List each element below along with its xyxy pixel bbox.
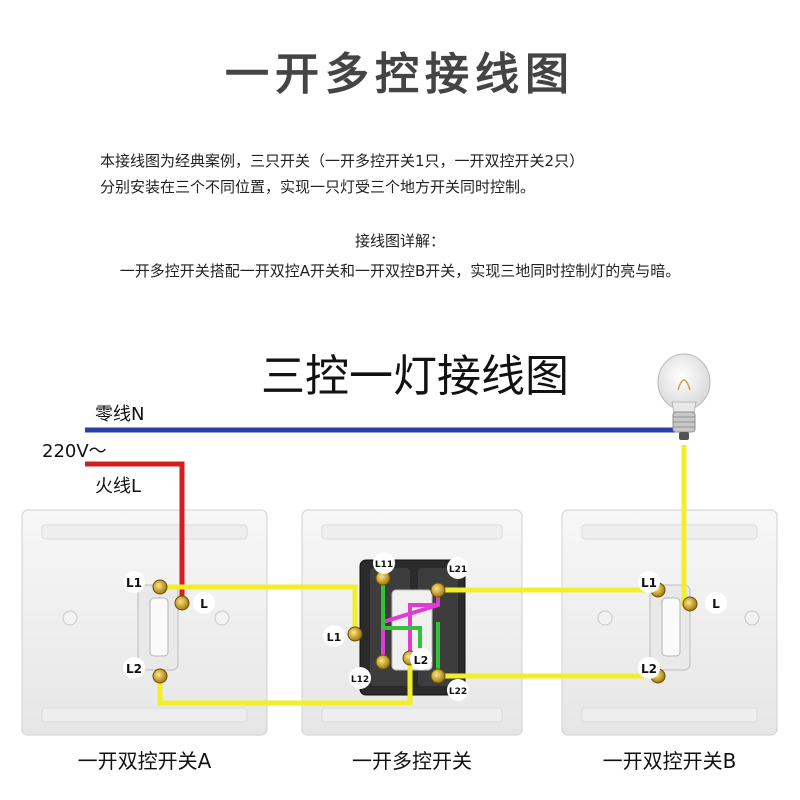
jumper-green-1 [381,578,422,660]
terminals [152,570,698,684]
multi-l21-label: L21 [449,565,467,575]
traveler-wire-top [160,584,358,632]
switch-a-plate [21,509,268,736]
multi-l22-label: L22 [449,687,467,697]
switch-a-l1-label: L1 [126,576,142,590]
switch-b-l1-label: L1 [641,576,657,590]
switch-b-plate [561,509,778,736]
intro-line-2: 分别安装在三个不同位置，实现一只灯受三个地方开关同时控制。 [100,178,536,196]
switch-b-l-label: L [712,597,720,611]
switch-a-caption: 一开双控开关A [77,749,212,773]
switch-b-l2-label: L2 [641,662,657,676]
detail-text: 一开多控开关搭配一开双控A开关和一开双控B开关，实现三地同时控制灯的亮与暗。 [119,262,681,280]
switch-a-l-label: L [200,597,208,611]
voltage-label: 220V～ [42,441,107,462]
switch-multi-caption: 一开多控开关 [352,749,472,773]
traveler-wire-bottom [157,658,413,706]
light-bulb-icon [657,353,711,440]
page-title: 一开多控接线图 [225,49,575,100]
detail-heading: 接线图详解： [354,232,445,250]
live-wire [85,461,185,603]
switch-b-caption: 一开双控开关B [602,749,737,773]
intro-line-1: 本接线图为经典案例，三只开关（一开多控开关1只，一开双控开关2只） [100,152,585,170]
multi-l2-label: L2 [414,654,429,667]
multi-l1-label: L1 [327,631,342,644]
diagram-title: 三控一灯接线图 [261,351,569,402]
jumper-magenta-2 [408,603,438,658]
multi-l11-label: L11 [375,560,393,570]
live-label: 火线L [95,476,142,497]
multi-l12-label: L12 [351,675,369,685]
neutral-label: 零线N [95,404,145,425]
switch-a-l2-label: L2 [126,662,142,676]
